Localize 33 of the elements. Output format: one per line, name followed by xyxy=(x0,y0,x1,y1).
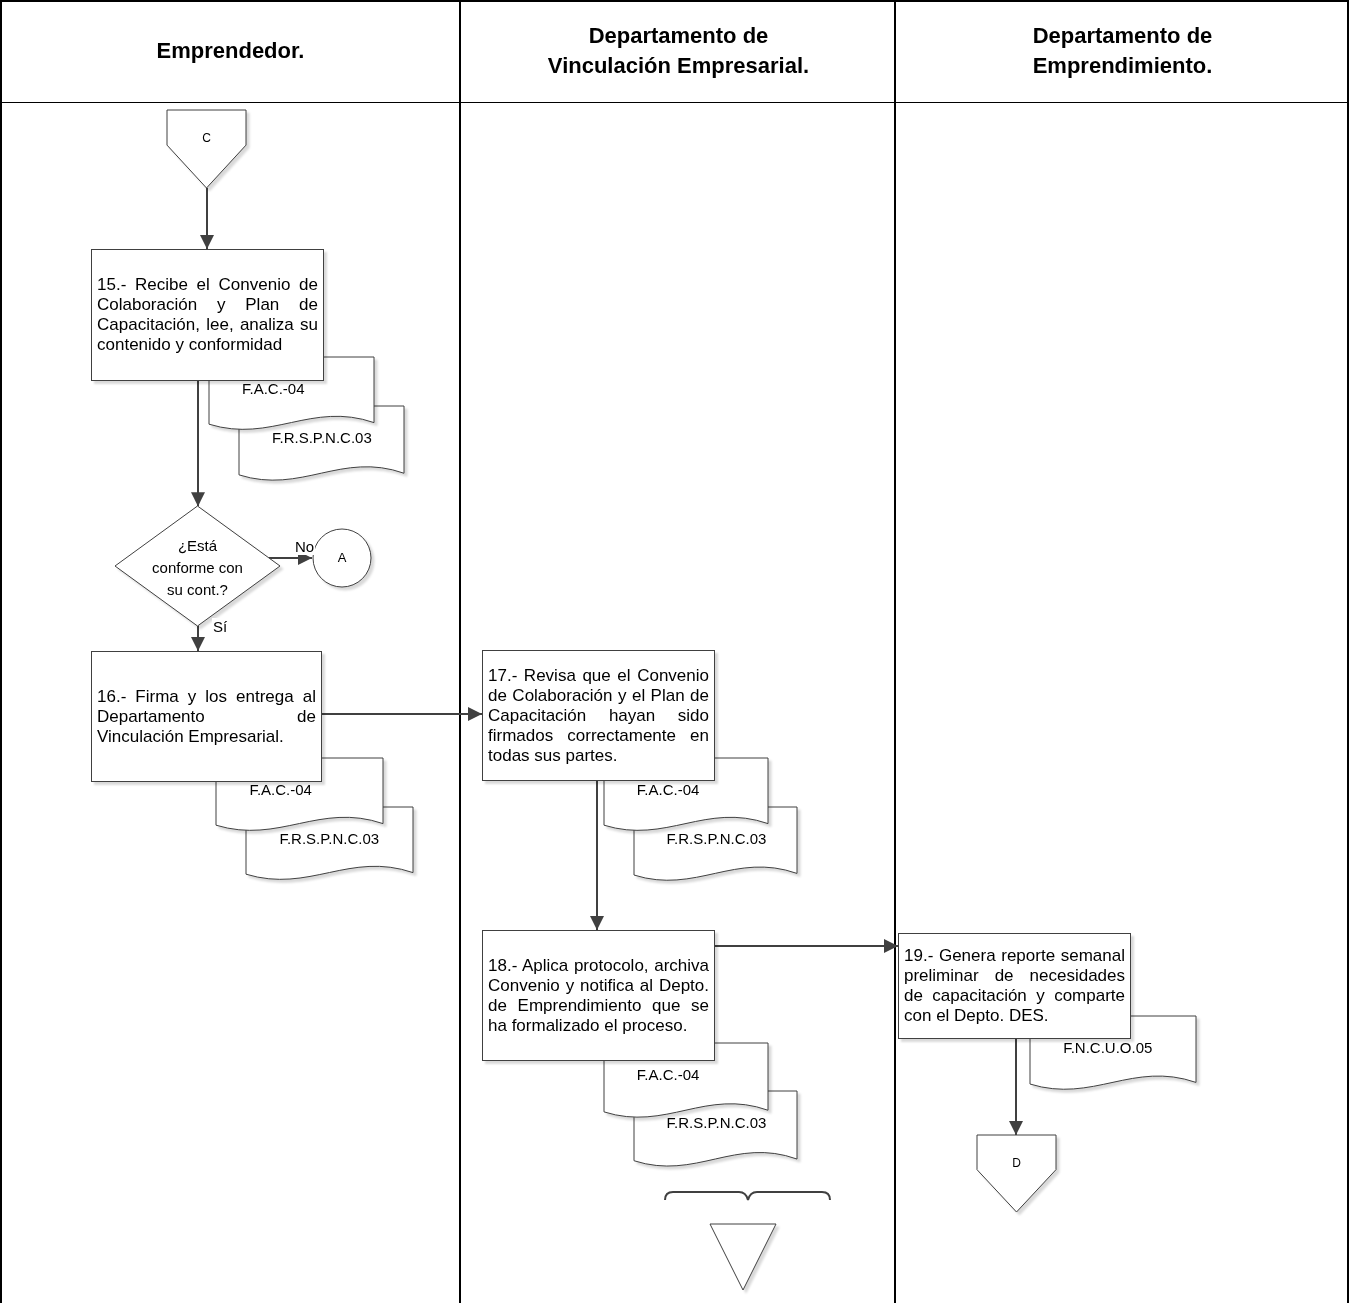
document-code: F.A.C.-04 xyxy=(249,779,313,800)
arrow xyxy=(1009,1038,1023,1136)
lane-header: Emprendedor. xyxy=(0,0,461,103)
process-text: 15.- Recibe el Convenio de Colaboración y Plan de Capacitación, lee, analiza su contenido y conformidad xyxy=(97,275,318,355)
connector-label: D xyxy=(1011,1155,1022,1172)
process-box xyxy=(898,933,1131,1039)
process-text: 16.- Firma y los entrega al Departamento de Vinculación Empresarial. xyxy=(97,686,316,747)
swimlane xyxy=(461,0,896,1303)
edge-label: Sí xyxy=(212,618,229,635)
document-code: F.N.C.U.O.05 xyxy=(1063,1037,1154,1058)
lane-header: Departamento de Vinculación Empresarial. xyxy=(461,0,896,103)
document-code: F.A.C.-04 xyxy=(636,1065,701,1086)
process-text: 17.- Revisa que el Convenio de Colaboración y el Plan de Capacitación hayan sido firmados correctamente en todas sus partes. xyxy=(488,665,709,766)
arrow xyxy=(321,707,483,721)
document-code: F.R.S.P.N.C.03 xyxy=(279,828,381,849)
connector-label: A xyxy=(336,549,348,567)
document-code: F.R.S.P.N.C.03 xyxy=(666,1113,768,1134)
swimlane xyxy=(0,0,461,1303)
process-text: 19.- Genera reporte semanal preliminar de necesidades de capacitación y comparte con el Depto. DES. xyxy=(904,946,1125,1026)
process-text: 18.- Aplica protocolo, archiva Convenio y notifica al Depto. de Emprendimiento que se ha formalizado el proceso. xyxy=(488,955,709,1036)
connector-label: C xyxy=(201,130,212,147)
arrow xyxy=(200,187,214,250)
arrow xyxy=(590,780,604,931)
arrow xyxy=(191,624,205,652)
document-code: F.R.S.P.N.C.03 xyxy=(272,428,373,449)
document-code: F.A.C.-04 xyxy=(636,779,701,800)
lane-header: Departamento de Emprendimiento. xyxy=(896,0,1349,103)
arrow xyxy=(714,939,899,953)
arrow xyxy=(191,380,205,508)
document-code: F.R.S.P.N.C.03 xyxy=(666,828,768,849)
decision-text: ¿Está conforme con su cont.? xyxy=(151,536,244,600)
swimlane xyxy=(896,0,1349,1303)
document-code: F.A.C.-04 xyxy=(242,378,306,399)
